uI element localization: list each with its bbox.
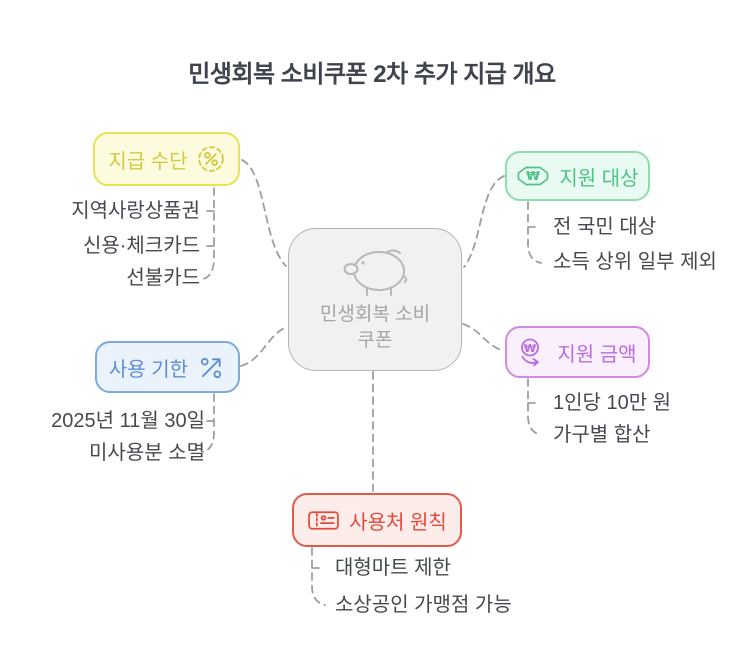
percent-circle-icon [197, 146, 224, 172]
branch-target-label: 지원 대상 [559, 167, 639, 190]
center-label: 민생회복 소비 쿠폰 [320, 302, 430, 354]
branch-support-target[interactable]: ₩ 지원 대상 [505, 151, 650, 201]
won-circle-arrow-icon: ₩ [521, 338, 540, 366]
won-badge-icon: ₩ [518, 166, 549, 186]
list-item: 소상공인 가맹점 가능 [335, 594, 512, 616]
spine-target [527, 201, 542, 264]
branch-usage-label: 사용처 원칙 [349, 511, 447, 534]
center-node[interactable]: 민생회복 소비 쿠폰 [288, 228, 462, 371]
list-item: 2025년 11월 30일 [51, 410, 205, 432]
branch-usage-period[interactable]: 사용 기한 [95, 341, 240, 393]
connector-payment-to-center [241, 159, 287, 267]
list-item: 미사용분 소멸 [89, 442, 205, 464]
center-label-line2: 쿠폰 [357, 330, 393, 351]
list-item: 신용·체크카드 [82, 235, 200, 257]
percent-trend-icon [200, 357, 222, 378]
svg-text:₩: ₩ [527, 168, 541, 183]
list-item: 1인당 10만 원 [553, 392, 672, 414]
spine-usage [311, 547, 326, 606]
branch-payment-label: 지급 수단 [108, 150, 188, 173]
coupon-icon [308, 510, 340, 530]
list-item: 전 국민 대상 [553, 216, 657, 238]
list-item: 대형마트 제한 [335, 557, 451, 579]
connector-amount-to-center [462, 323, 504, 352]
svg-text:₩: ₩ [524, 341, 536, 354]
spine-payment [201, 187, 215, 280]
piggy-bank-icon [343, 249, 408, 296]
list-item: 선불카드 [126, 267, 200, 289]
list-item: 소득 상위 일부 제외 [553, 251, 717, 273]
center-label-line1: 민생회복 소비 [319, 304, 431, 325]
connector-period-to-center [240, 326, 287, 367]
page-title: 민생회복 소비쿠폰 2차 추가 지급 개요 [188, 61, 556, 88]
branch-usage-rules[interactable]: 사용처 원칙 [292, 493, 462, 547]
list-item: 지역사랑상품권 [71, 200, 200, 222]
branch-period-label: 사용 기한 [108, 358, 189, 381]
spine-amount [527, 378, 542, 436]
branch-support-amount[interactable]: ₩ 지원 금액 [505, 326, 650, 378]
list-item: 가구별 합산 [553, 424, 651, 446]
branch-payment-methods[interactable]: 지급 수단 [93, 132, 240, 186]
branch-amount-label: 지원 금액 [557, 343, 637, 366]
connector-target-to-center [463, 175, 505, 268]
